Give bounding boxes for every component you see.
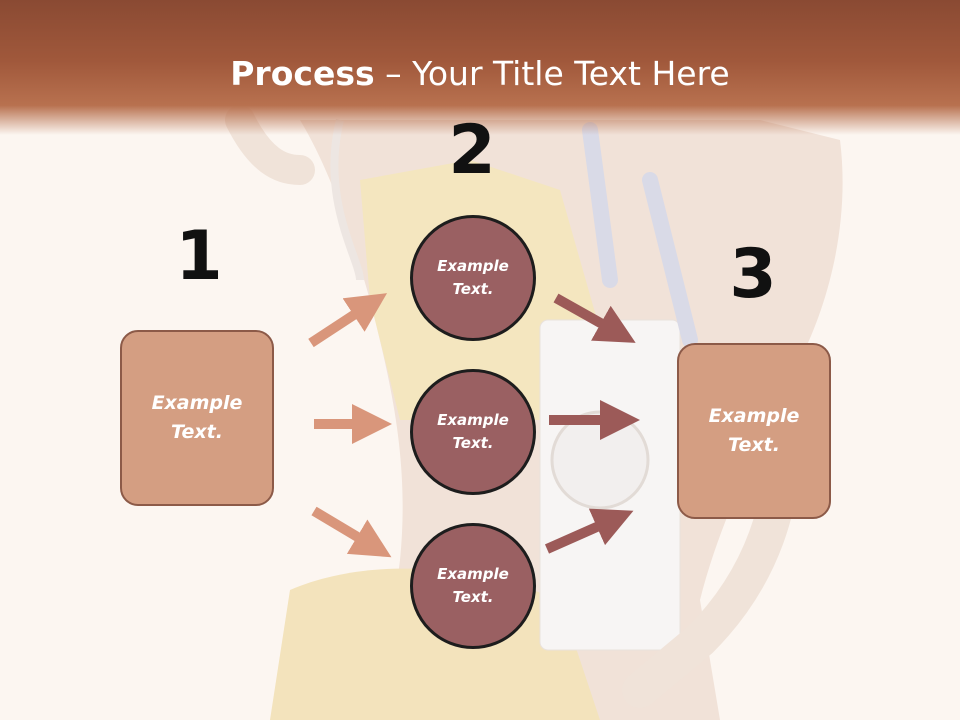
title-rest: – Your Title Text Here	[374, 54, 730, 93]
title-bold: Process	[230, 54, 375, 93]
circle-middle[interactable]: Example Text.	[410, 369, 536, 495]
step-number-2: 2	[448, 111, 496, 190]
circle-middle-text: Example Text.	[437, 411, 509, 452]
slide-title: Process – Your Title Text Here	[0, 52, 960, 96]
circle-top-text: Example Text.	[437, 257, 509, 298]
step-3-box[interactable]: Example Text.	[677, 343, 831, 519]
header-band	[0, 0, 960, 135]
step-1-text: Example Text.	[151, 392, 243, 443]
step-number-3: 3	[729, 235, 777, 314]
circle-top[interactable]: Example Text.	[410, 215, 536, 341]
step-number-1: 1	[175, 217, 223, 296]
step-1-box[interactable]: Example Text.	[120, 330, 274, 506]
circle-bottom[interactable]: Example Text.	[410, 523, 536, 649]
circle-bottom-text: Example Text.	[437, 565, 509, 606]
step-3-text: Example Text.	[708, 405, 800, 456]
